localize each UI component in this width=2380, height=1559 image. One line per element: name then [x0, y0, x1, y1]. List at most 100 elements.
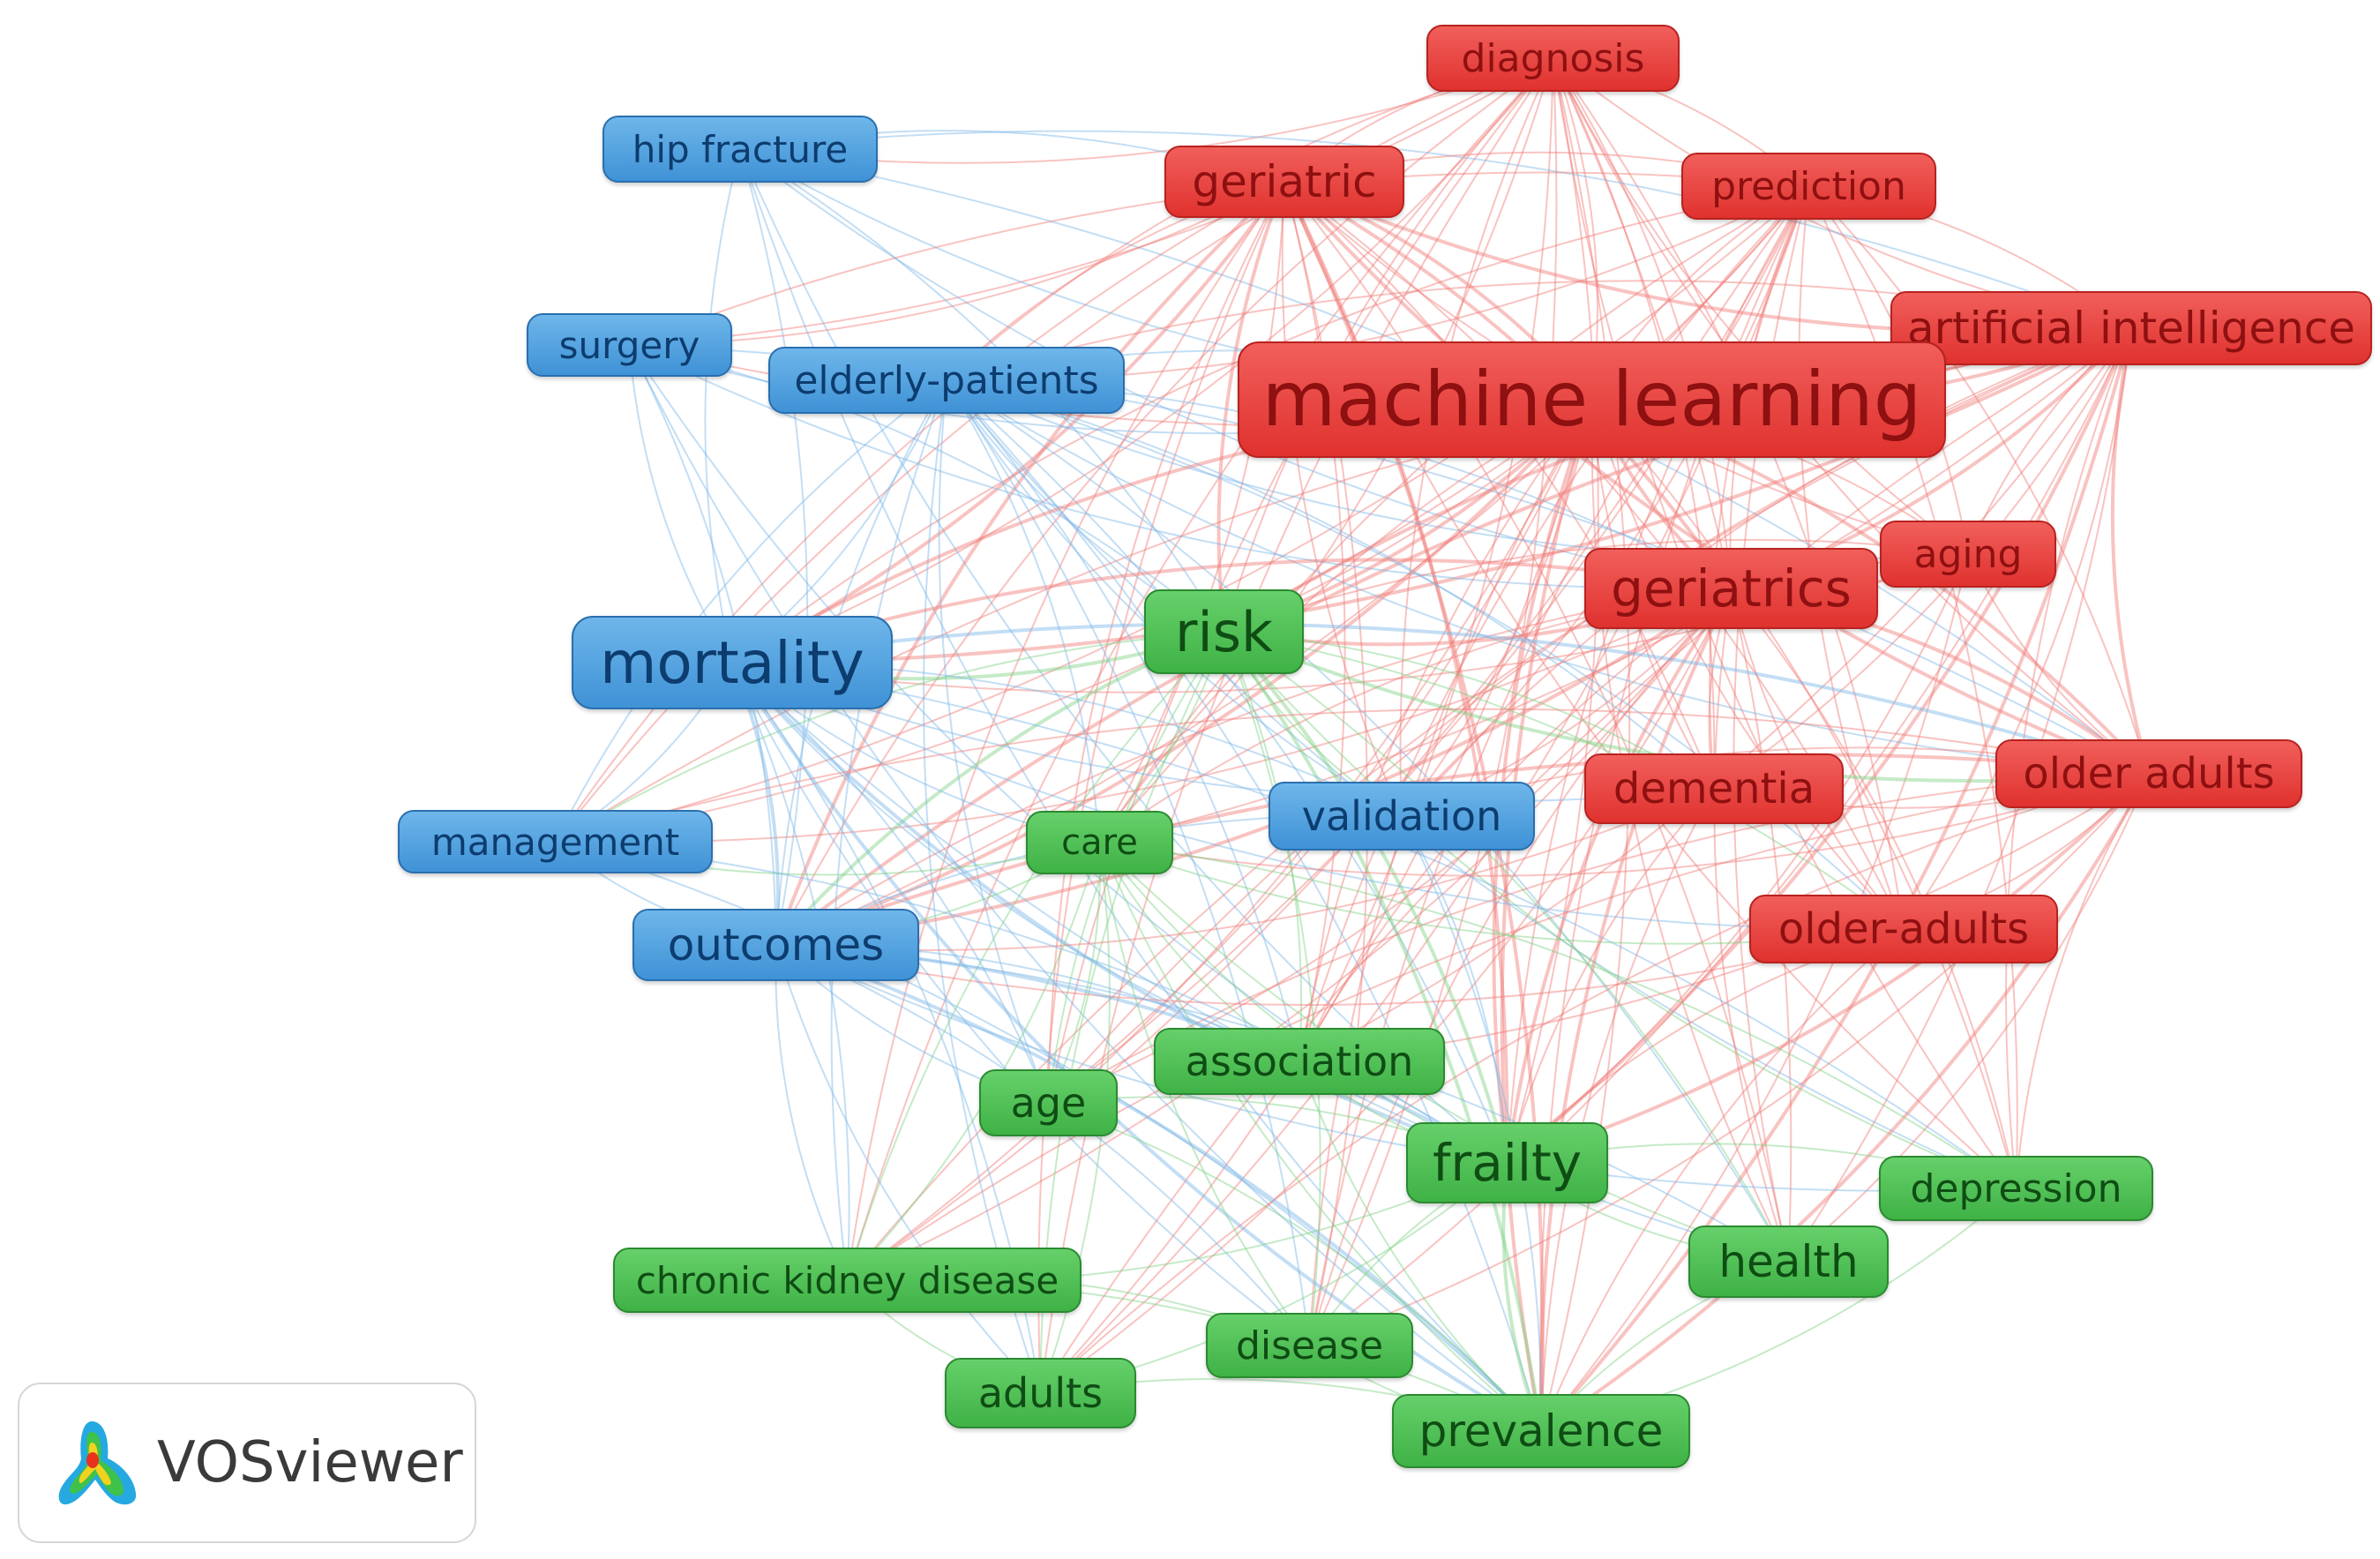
node-label: care [1061, 822, 1138, 863]
edge-diagnosis-adults [1039, 57, 1554, 1394]
node-aging[interactable]: aging [1880, 521, 2056, 588]
edge-geriatric-management [554, 181, 1285, 843]
edge-surgery-prevalence [628, 344, 1542, 1432]
node-label: older-adults [1778, 904, 2030, 954]
edge-geriatric-outcomes [774, 180, 1286, 946]
node-label: adults [977, 1369, 1104, 1417]
edge-geriatric-adults [1037, 181, 1285, 1394]
node-health[interactable]: health [1688, 1225, 1889, 1298]
edge-risk-prevalence [1222, 630, 1543, 1432]
edge-hip-fracture-mortality [704, 148, 741, 663]
edge-older-adults-1-adults [1039, 773, 2150, 1394]
edge-machine-learning-outcomes [775, 398, 1593, 947]
node-older-adults-1[interactable]: older adults [1995, 739, 2302, 808]
node-label: elderly-patients [794, 357, 1099, 403]
node-elderly-patients[interactable]: elderly-patients [768, 347, 1125, 414]
node-depression[interactable]: depression [1879, 1156, 2153, 1221]
node-artificial-intelligence[interactable]: artificial intelligence [1890, 291, 2372, 365]
edge-older-adults-1-disease [1309, 773, 2150, 1346]
edge-hip-fracture-artificial-intelligence [739, 130, 2132, 329]
edge-age-prevalence [1048, 1102, 1542, 1432]
edge-geriatric-dementia [1284, 181, 1715, 790]
node-prevalence[interactable]: prevalence [1392, 1394, 1690, 1468]
node-machine-learning[interactable]: machine learning [1238, 341, 1946, 458]
node-association[interactable]: association [1154, 1028, 1445, 1095]
edge-risk-older-adults-2 [1224, 631, 1905, 930]
node-risk[interactable]: risk [1144, 589, 1304, 674]
node-label: health [1718, 1236, 1859, 1287]
node-diagnosis[interactable]: diagnosis [1426, 25, 1680, 92]
node-outcomes[interactable]: outcomes [632, 909, 919, 981]
edge-geriatric-age [1047, 181, 1285, 1104]
node-label: aging [1913, 531, 2023, 577]
edge-care-disease [1098, 842, 1311, 1346]
node-label: frailty [1432, 1133, 1583, 1193]
edge-machine-learning-management [555, 399, 1593, 843]
edge-machine-learning-chronic-kidney-disease [846, 399, 1593, 1281]
node-disease[interactable]: disease [1206, 1313, 1413, 1378]
node-frailty[interactable]: frailty [1406, 1122, 1608, 1203]
node-geriatric[interactable]: geriatric [1164, 146, 1404, 218]
node-label: outcomes [667, 919, 885, 971]
edge-geriatrics-frailty [1505, 587, 1733, 1164]
edge-diagnosis-health [1552, 57, 1792, 1263]
node-chronic-kidney-disease[interactable]: chronic kidney disease [613, 1248, 1081, 1313]
edge-artificial-intelligence-disease [1308, 327, 2132, 1346]
edge-elderly-patients-management [554, 379, 947, 843]
edge-diagnosis-geriatrics [1552, 57, 1733, 589]
edge-geriatric-validation [1281, 181, 1403, 817]
edge-artificial-intelligence-frailty [1506, 327, 2133, 1165]
edge-mortality-disease [731, 662, 1311, 1346]
node-older-adults-2[interactable]: older-adults [1749, 895, 2058, 963]
vosviewer-logo: VOSviewer [18, 1383, 476, 1543]
node-hip-fracture[interactable]: hip fracture [602, 116, 878, 183]
edge-older-adults-1-depression [2015, 773, 2150, 1189]
edge-hip-fracture-geriatrics [739, 148, 1732, 589]
node-label: disease [1235, 1323, 1384, 1368]
edge-diagnosis-depression [1552, 57, 2017, 1189]
node-label: geriatric [1192, 156, 1377, 207]
edge-elderly-patients-prevalence [946, 379, 1542, 1432]
edge-machine-learning-depression [1590, 399, 2017, 1189]
edge-prediction-dementia [1709, 185, 1810, 790]
edge-mortality-age [731, 662, 1050, 1104]
edge-dementia-frailty [1506, 788, 1715, 1164]
node-label: mortality [600, 628, 864, 697]
node-validation[interactable]: validation [1269, 782, 1535, 851]
edge-diagnosis-outcomes [775, 57, 1554, 946]
node-dementia[interactable]: dementia [1584, 753, 1844, 824]
node-geriatrics[interactable]: geriatrics [1584, 548, 1878, 629]
edge-prediction-frailty [1506, 185, 1810, 1164]
edge-hip-fracture-outcomes [739, 148, 809, 946]
edge-elderly-patients-disease [946, 379, 1311, 1346]
edge-older-adults-1-prevalence [1539, 773, 2151, 1433]
edge-geriatrics-disease [1308, 588, 1733, 1346]
edge-elderly-patients-health [946, 379, 1790, 1263]
edge-mortality-older-adults-1 [731, 622, 2150, 776]
node-care[interactable]: care [1026, 811, 1173, 874]
edge-aging-risk [1224, 538, 1969, 633]
edge-machine-learning-disease [1308, 399, 1593, 1346]
node-label: depression [1910, 1166, 2122, 1211]
node-surgery[interactable]: surgery [527, 313, 732, 377]
node-adults[interactable]: adults [945, 1358, 1136, 1428]
edge-outcomes-depression [775, 944, 2017, 1192]
edge-diagnosis-chronic-kidney-disease [846, 57, 1554, 1281]
vosviewer-density-logo-icon [58, 1421, 137, 1505]
edge-geriatric-risk [1216, 181, 1286, 633]
edge-machine-learning-association [1299, 399, 1593, 1062]
node-label: hip fracture [632, 127, 849, 171]
node-management[interactable]: management [398, 810, 713, 873]
node-prediction[interactable]: prediction [1681, 153, 1936, 220]
edge-geriatric-mortality [731, 180, 1286, 664]
edge-prediction-depression [1807, 185, 2018, 1189]
node-label: geriatrics [1611, 558, 1852, 618]
node-label: prediction [1711, 163, 1906, 209]
node-label: diagnosis [1461, 35, 1645, 81]
node-mortality[interactable]: mortality [572, 616, 893, 709]
node-age[interactable]: age [979, 1069, 1118, 1136]
edge-elderly-patients-older-adults-1 [946, 379, 2150, 775]
edge-association-prevalence [1299, 1061, 1542, 1432]
node-label: validation [1301, 792, 1502, 840]
